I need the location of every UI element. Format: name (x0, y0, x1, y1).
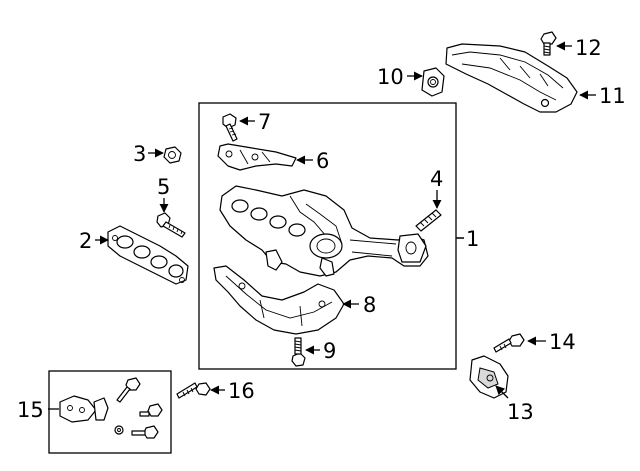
nut-3 (163, 146, 182, 164)
callout-8: 8 (363, 293, 376, 317)
callout-13: 13 (507, 400, 534, 424)
callout-5: 5 (157, 175, 170, 199)
bolt-12 (540, 31, 557, 56)
callout-11: 11 (599, 84, 626, 108)
callout-7: 7 (258, 110, 271, 134)
callout-10: 10 (377, 65, 404, 89)
callout-12: 12 (575, 36, 602, 60)
stud-5 (156, 212, 186, 238)
heat-shield-upper (445, 43, 578, 113)
assembly-frame (198, 102, 457, 370)
kit-15-contents (59, 377, 163, 439)
callout-4: 4 (430, 167, 443, 191)
callout-2: 2 (79, 229, 92, 253)
bracket-6 (217, 143, 297, 171)
leader-lines (48, 41, 596, 410)
callout-15: 15 (17, 398, 44, 422)
callout-16: 16 (228, 379, 255, 403)
grommet-10 (421, 67, 445, 97)
bolt-7 (222, 113, 238, 142)
callout-9: 9 (323, 339, 336, 363)
callout-3: 3 (133, 142, 146, 166)
kit-frame (48, 370, 172, 454)
heat-shield-lower (213, 265, 345, 335)
callout-1: 1 (466, 227, 479, 251)
callout-14: 14 (549, 330, 576, 354)
stud-4 (415, 209, 442, 232)
exhaust-manifold-1 (219, 185, 429, 277)
bolt-14 (493, 333, 525, 353)
gasket-2 (107, 225, 189, 285)
bolt-16 (176, 382, 211, 399)
bolt-9 (291, 337, 306, 367)
callout-6: 6 (316, 149, 329, 173)
